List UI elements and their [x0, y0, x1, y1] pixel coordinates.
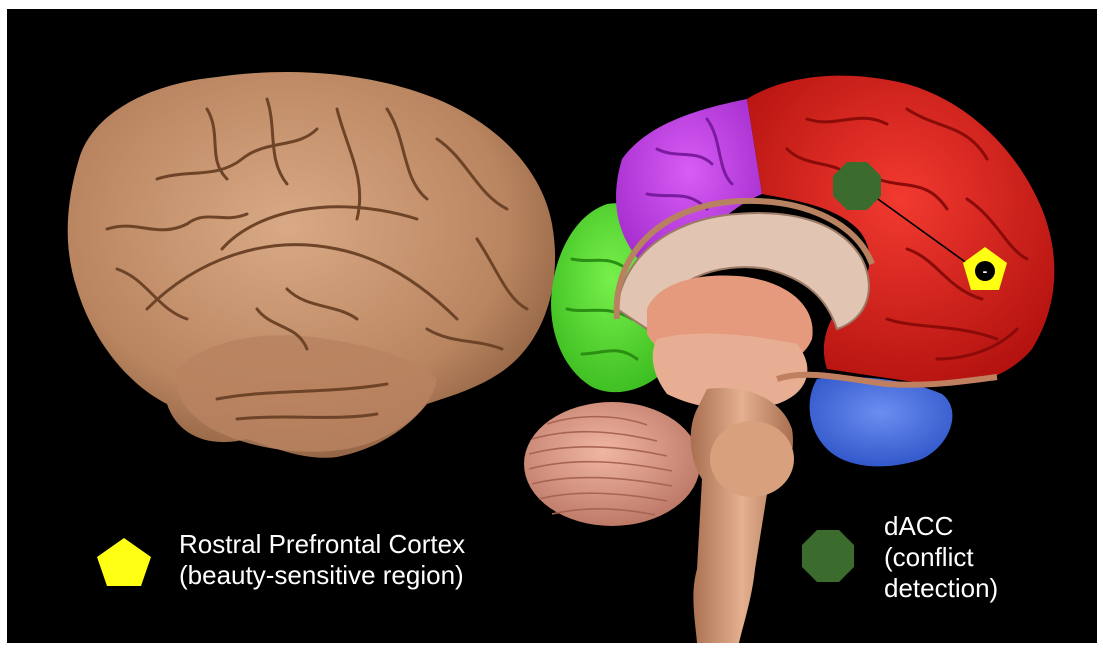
- legend-dacc-line3: detection): [884, 573, 998, 604]
- diagram-canvas: - Rostral Prefrontal Cortex (beauty-sens…: [7, 9, 1097, 643]
- cerebellum: [524, 402, 700, 526]
- dacc-marker: [833, 162, 881, 210]
- yellow-pentagon-icon: [95, 536, 153, 588]
- legend-rostral-title: Rostral Prefrontal Cortex: [179, 529, 465, 560]
- green-octagon-icon: [801, 529, 855, 583]
- legend-dacc-line2: (conflict: [884, 542, 998, 573]
- rostral-marker-symbol: -: [983, 263, 988, 279]
- legend-dacc: dACC (conflict detection): [884, 511, 998, 604]
- temporal-lobe: [810, 377, 953, 466]
- legend-rostral: Rostral Prefrontal Cortex (beauty-sensit…: [179, 529, 465, 591]
- lateral-brain: [68, 72, 555, 458]
- legend-dacc-title: dACC: [884, 511, 998, 542]
- legend-rostral-subtitle: (beauty-sensitive region): [179, 560, 465, 591]
- pons: [710, 421, 794, 497]
